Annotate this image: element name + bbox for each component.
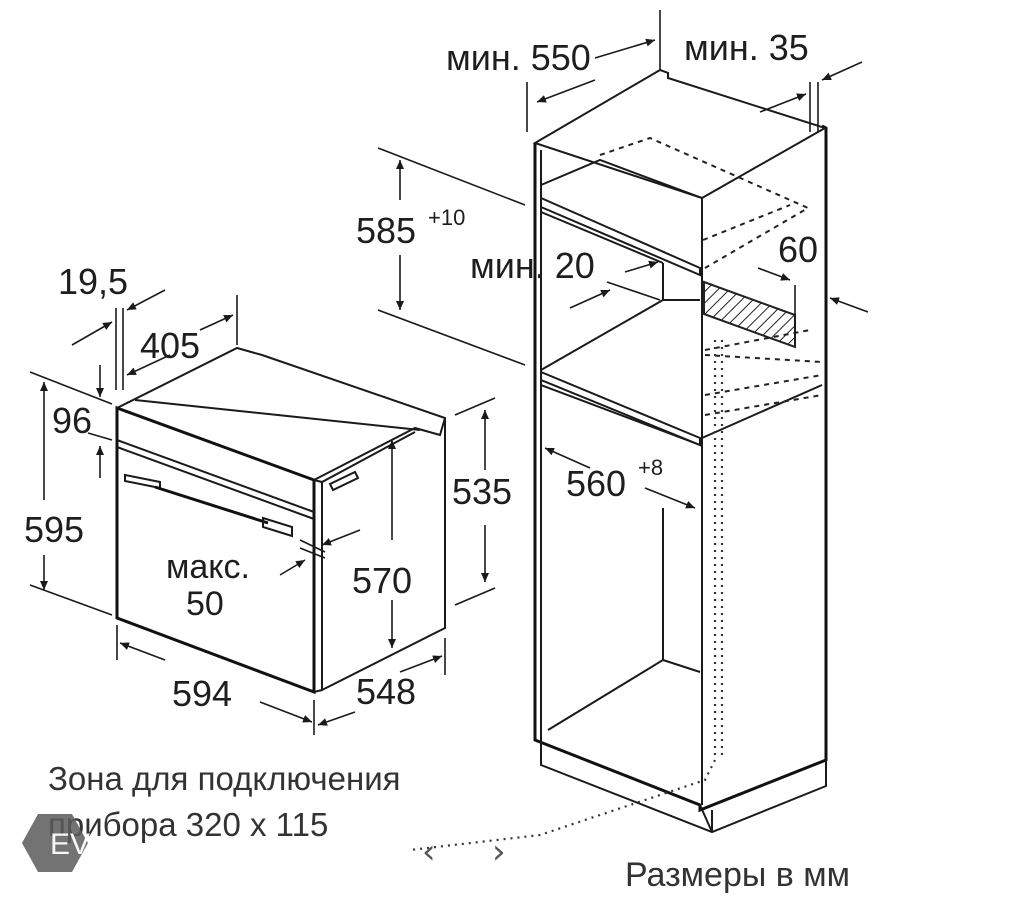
- label-niche-width-tol: +8: [638, 455, 663, 480]
- dimension-lines: [29, 10, 869, 735]
- svg-text:EVO: EVO: [50, 828, 90, 861]
- connection-zone-path: [409, 340, 717, 852]
- vent-hatch: [703, 280, 796, 349]
- label-front-96: 96: [52, 400, 92, 441]
- label-height-535: 535: [452, 471, 512, 512]
- label-gap-min: мин. 35: [684, 27, 809, 68]
- units-caption: Размеры в мм: [625, 856, 850, 894]
- label-vent-height: 60: [778, 229, 818, 270]
- label-width-594: 594: [172, 673, 232, 714]
- cabinet-top: [532, 68, 828, 200]
- dimension-labels: мин. 550 мин. 35 585 +10 мин. 20 60 560 …: [24, 27, 818, 714]
- label-height-595: 595: [24, 509, 84, 550]
- label-max: макс.: [166, 548, 250, 586]
- oven: [115, 346, 447, 695]
- connection-zone-note-line2: прибора 320 x 115: [48, 806, 328, 843]
- prev-slide-button[interactable]: ‹: [422, 832, 436, 872]
- label-niche-height: 585: [356, 210, 416, 251]
- label-max-value: 50: [186, 585, 224, 623]
- label-depth-405: 405: [140, 325, 200, 366]
- connection-zone-note-line1: Зона для подключения: [48, 760, 401, 797]
- cabinet: [409, 68, 828, 852]
- evo-watermark-logo: EVO: [22, 814, 90, 872]
- label-vent-min: мин. 20: [470, 245, 595, 286]
- label-niche-width: 560: [566, 463, 626, 504]
- label-niche-height-tol: +10: [428, 205, 465, 230]
- next-slide-button[interactable]: ›: [492, 832, 506, 872]
- label-depth-min: мин. 550: [446, 37, 591, 78]
- label-height-570: 570: [352, 560, 412, 601]
- label-depth-548: 548: [356, 671, 416, 712]
- label-thickness: 19,5: [58, 261, 128, 302]
